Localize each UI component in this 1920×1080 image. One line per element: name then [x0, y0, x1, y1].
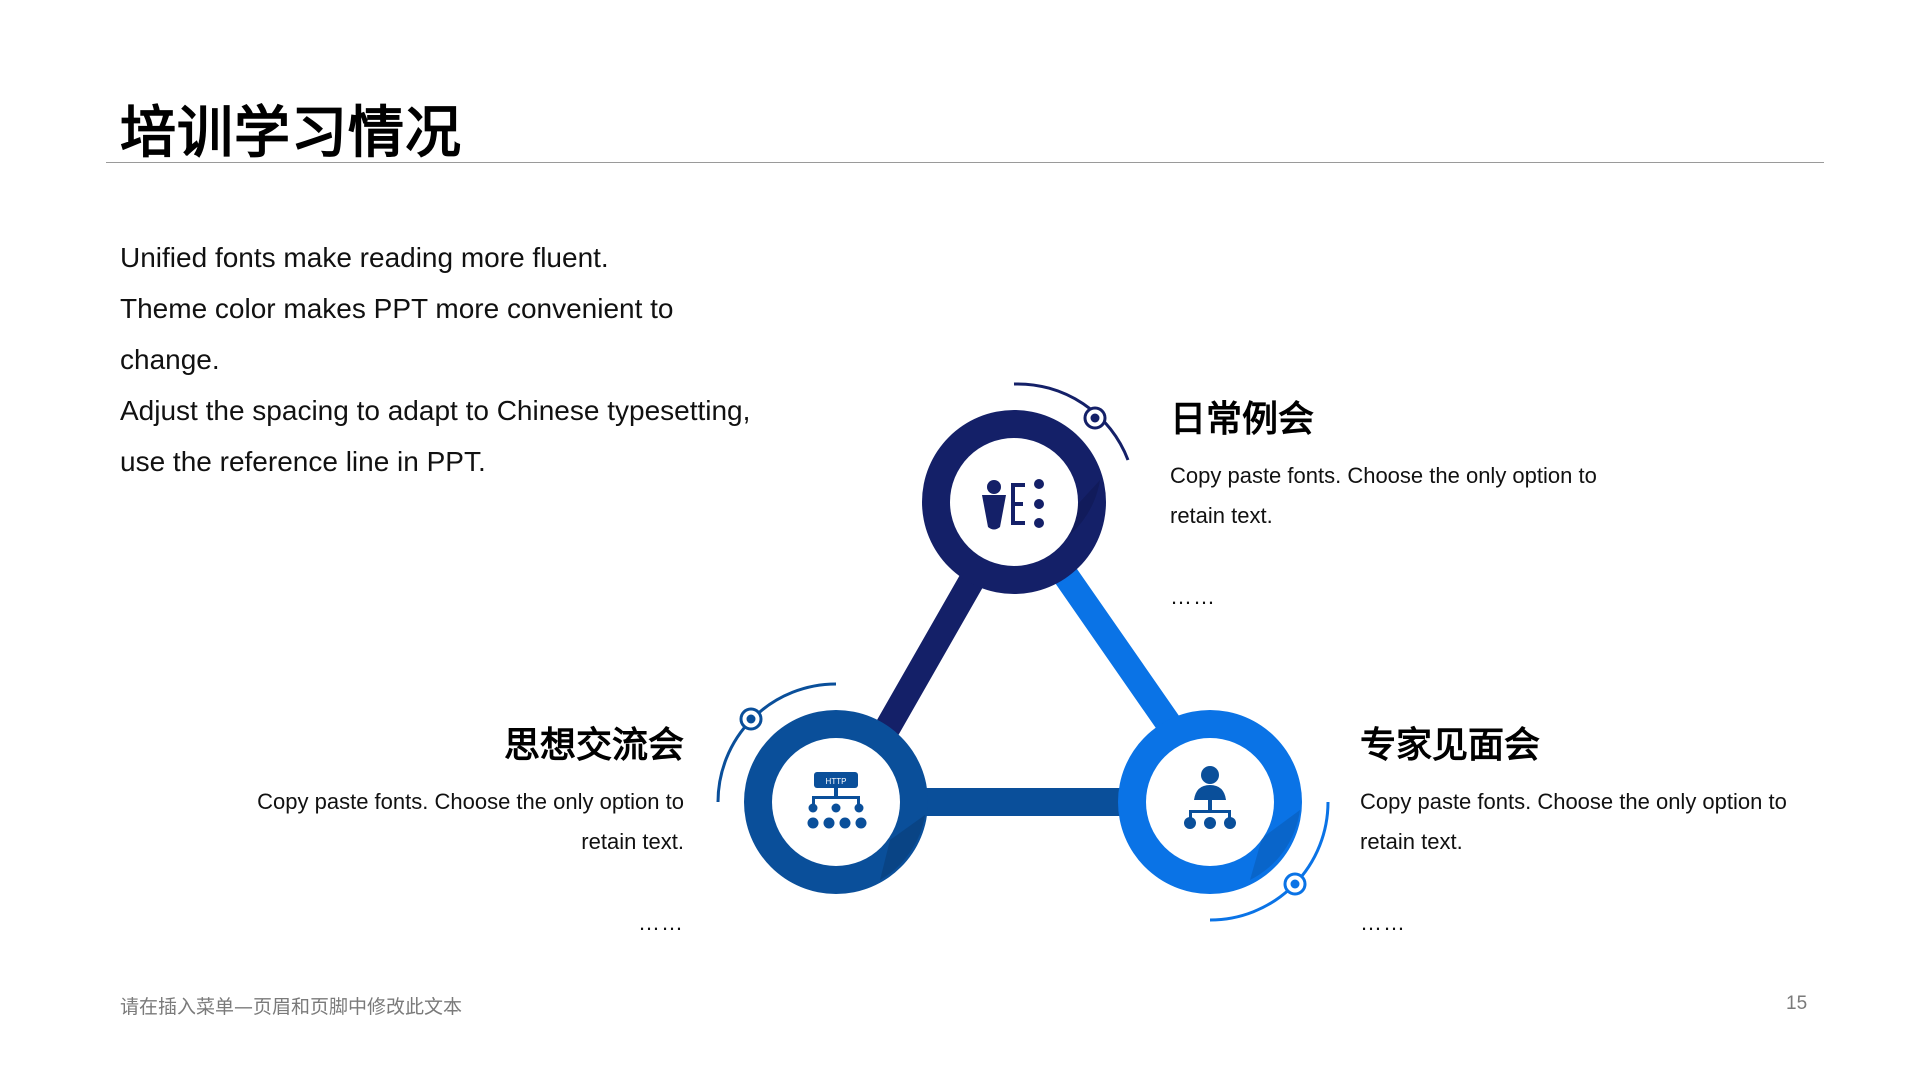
footer-note: 请在插入菜单—页眉和页脚中修改此文本	[120, 996, 463, 1018]
page-title: 培训学习情况	[120, 101, 462, 166]
item-ellipsis-expert-meeting: ……	[1360, 910, 1406, 935]
http-network-icon: HTTP	[807, 772, 867, 829]
intro-line: Theme color makes PPT more convenient to…	[120, 293, 674, 375]
item-body-daily-meeting: Copy paste fonts. Choose the only option…	[1170, 463, 1597, 528]
item-heading-daily-meeting: 日常例会	[1170, 399, 1315, 440]
item-heading-expert-meeting: 专家见面会	[1360, 725, 1541, 766]
http-label: HTTP	[826, 777, 847, 786]
org-chart-person-icon	[1184, 766, 1236, 829]
title-divider	[106, 162, 1824, 163]
connector-top-right	[1035, 537, 1193, 753]
item-body-idea-exchange: Copy paste fonts. Choose the only option…	[257, 789, 684, 854]
node-daily-meeting	[922, 382, 1130, 594]
intro-line: Adjust the spacing to adapt to Chinese t…	[120, 395, 751, 477]
presenter-icon	[982, 479, 1044, 530]
intro-paragraph: Unified fonts make reading more fluent. …	[120, 232, 780, 487]
item-ellipsis-daily-meeting: ……	[1170, 584, 1216, 609]
item-ellipsis-idea-exchange: ……	[638, 910, 684, 935]
intro-line: Unified fonts make reading more fluent.	[120, 242, 609, 273]
node-idea-exchange: HTTP	[716, 682, 928, 894]
item-heading-idea-exchange: 思想交流会	[503, 725, 684, 766]
node-expert-meeting	[1118, 710, 1330, 922]
page-number: 15	[1786, 993, 1808, 1014]
item-body-expert-meeting: Copy paste fonts. Choose the only option…	[1360, 789, 1787, 854]
